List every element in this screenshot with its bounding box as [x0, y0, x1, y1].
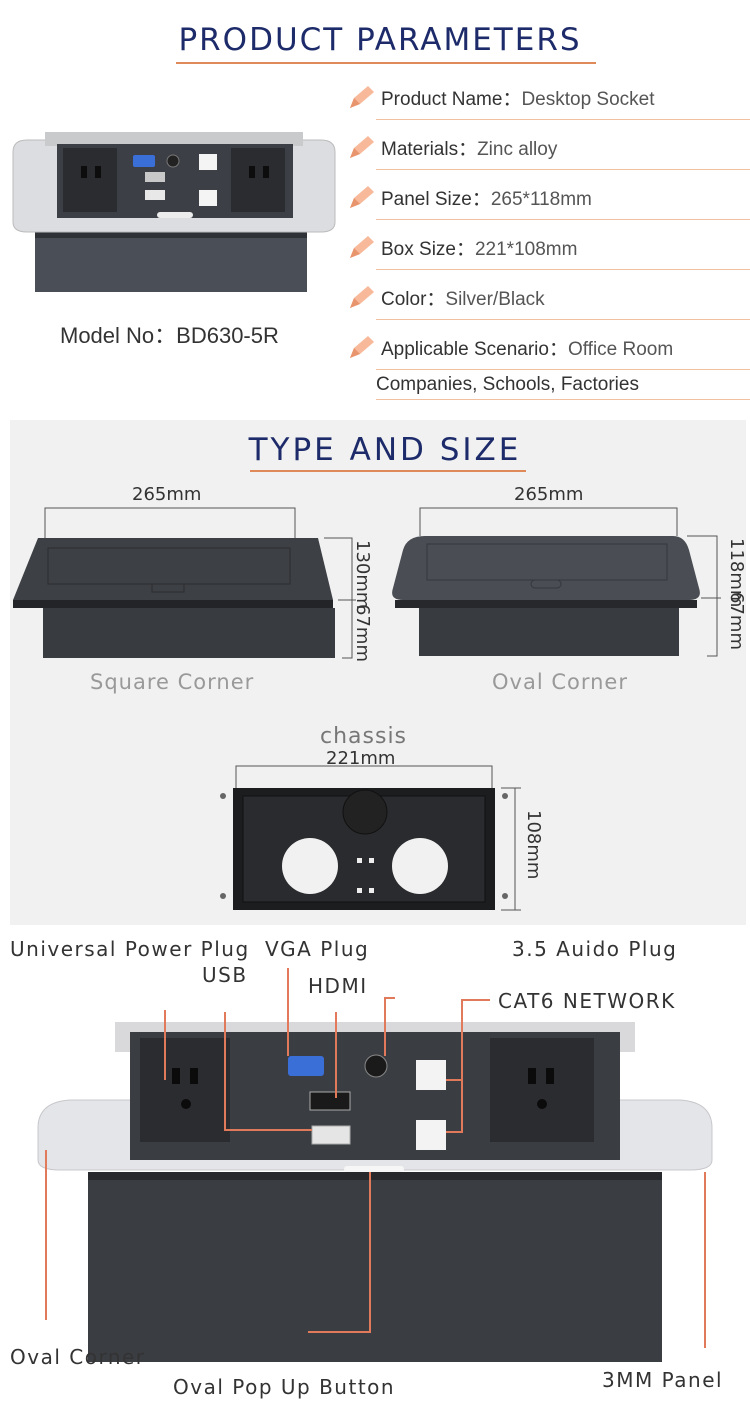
- chassis-drawing: [220, 765, 521, 911]
- param-row: Color：Silver/Black: [346, 274, 750, 320]
- oval-corner-label: Oval Corner: [492, 670, 628, 694]
- param-value: Office Room: [567, 339, 674, 360]
- param-row: Panel Size：265*118mm: [346, 174, 750, 220]
- param-value: Desktop Socket: [521, 89, 655, 110]
- scenario-extra: Companies, Schools, Factories: [376, 374, 639, 395]
- product-photo-top: [12, 132, 336, 292]
- product-photo-callout: [37, 968, 713, 1362]
- callout-power: Universal Power Plug: [10, 937, 250, 961]
- pencil-icon: [350, 286, 374, 308]
- square-corner-drawing: [13, 507, 356, 659]
- param-label: Color：: [381, 289, 446, 310]
- square-corner-label: Square Corner: [90, 670, 255, 694]
- section-title-parameters: PRODUCT PARAMETERS: [178, 22, 582, 58]
- param-row: Materials：Zinc alloy: [346, 124, 750, 170]
- model-number: Model No：BD630-5R: [60, 318, 279, 350]
- param-row: Applicable Scenario：Office Room: [346, 324, 750, 370]
- chassis-depth-label: 108mm: [523, 810, 544, 880]
- callout-oval-corner: Oval Corner: [10, 1345, 146, 1369]
- param-text: Product Name：Desktop Socket: [381, 84, 655, 111]
- pencil-icon: [350, 86, 374, 108]
- pencil-icon: [350, 136, 374, 158]
- square-width-label: 265mm: [132, 484, 202, 505]
- pencil-icon: [350, 236, 374, 258]
- param-label: Box Size：: [381, 239, 475, 260]
- param-underline: [376, 369, 750, 370]
- model-label: Model No：: [60, 323, 177, 348]
- param-label: Materials：: [381, 139, 478, 160]
- param-text: Panel Size：265*118mm: [381, 184, 592, 211]
- square-height-label: 67mm: [352, 604, 373, 662]
- param-label: Applicable Scenario：: [381, 339, 568, 360]
- callout-hdmi: HDMI: [308, 974, 368, 998]
- param-value: Zinc alloy: [477, 139, 558, 160]
- oval-height-label: 67mm: [726, 592, 747, 650]
- param-underline: [376, 119, 750, 120]
- title-underline: [176, 62, 596, 64]
- oval-corner-drawing: [392, 507, 721, 657]
- param-row: Product Name：Desktop Socket: [346, 74, 750, 120]
- param-underline: [376, 319, 750, 320]
- pencil-icon: [350, 336, 374, 358]
- param-underline: [376, 269, 750, 270]
- param-underline: [376, 169, 750, 170]
- pencil-icon: [350, 186, 374, 208]
- callout-vga: VGA Plug: [265, 937, 370, 961]
- callout-usb: USB: [202, 963, 248, 987]
- model-value: BD630-5R: [176, 323, 279, 348]
- callout-panel: 3MM Panel: [602, 1368, 724, 1392]
- callout-audio: 3.5 Auido Plug: [512, 937, 678, 961]
- oval-width-label: 265mm: [514, 484, 584, 505]
- param-value: Silver/Black: [445, 289, 545, 310]
- param-label: Panel Size：: [381, 189, 491, 210]
- chassis-title: chassis: [320, 724, 408, 749]
- param-value: 265*118mm: [490, 189, 592, 210]
- param-row: Box Size：221*108mm: [346, 224, 750, 270]
- param-underline: [376, 219, 750, 220]
- section-title-size: TYPE AND SIZE: [248, 432, 522, 468]
- callout-cat6: CAT6 NETWORK: [498, 989, 676, 1013]
- chassis-width-label: 221mm: [326, 748, 396, 769]
- param-text: Applicable Scenario：Office Room: [381, 334, 673, 361]
- param-text: Color：Silver/Black: [381, 284, 545, 311]
- callout-pop-button: Oval Pop Up Button: [173, 1375, 396, 1399]
- param-text: Materials：Zinc alloy: [381, 134, 557, 161]
- title-underline-size: [250, 470, 526, 472]
- square-depth-label-v: 130mm: [352, 540, 373, 610]
- param-value: 221*108mm: [474, 239, 578, 260]
- oval-depth-label: 118mm: [726, 538, 747, 608]
- scenario-underline: [376, 399, 750, 400]
- param-text: Box Size：221*108mm: [381, 234, 577, 261]
- param-label: Product Name：: [381, 89, 522, 110]
